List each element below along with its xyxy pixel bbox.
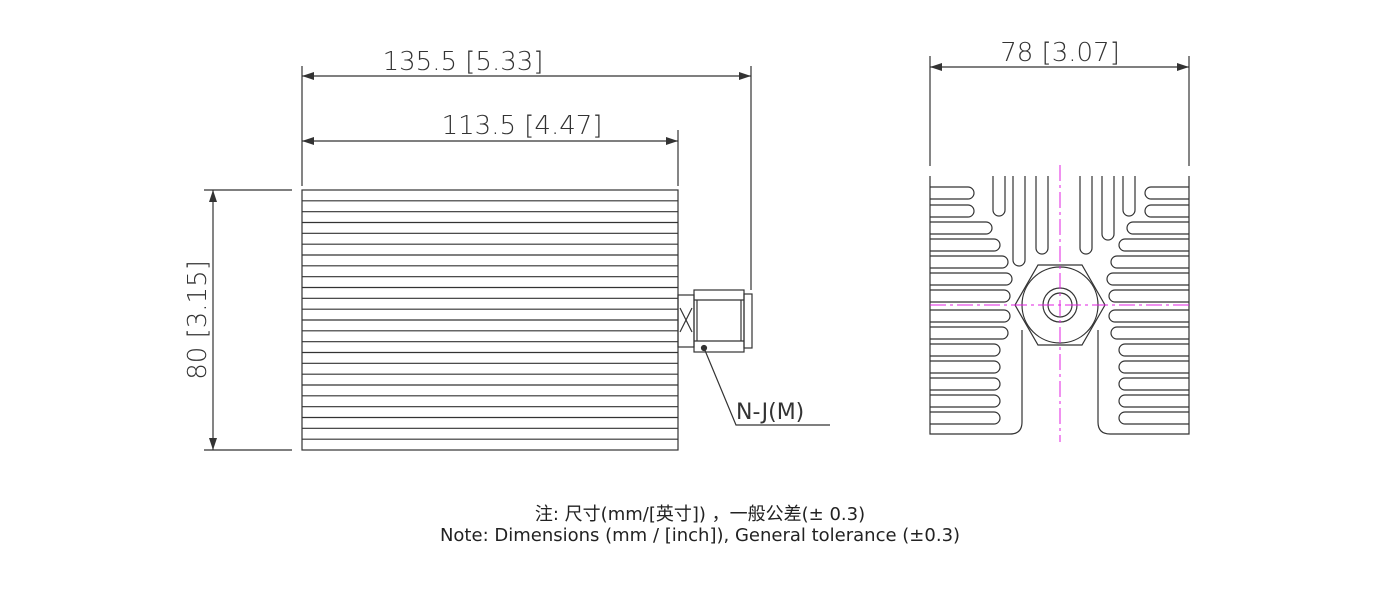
fin-slot-right xyxy=(1144,186,1189,200)
fin-slot-right xyxy=(1106,272,1189,286)
overall-length-label: 135.5 [5.33] xyxy=(383,47,544,77)
fin-slot-left xyxy=(930,272,1013,286)
fin-slot-top xyxy=(1012,176,1026,267)
fin-slot-right xyxy=(1118,394,1189,408)
fin-slot-left xyxy=(930,204,975,218)
fin-slot-right xyxy=(1118,377,1189,391)
fin-slot-left xyxy=(930,309,1011,323)
fin-slot-right xyxy=(1118,360,1189,374)
center-lines xyxy=(930,165,1189,442)
connector-nut xyxy=(693,289,745,353)
fin-slot-left xyxy=(930,186,975,200)
fin-slot-left xyxy=(930,394,1001,408)
fin-slot-top xyxy=(1101,176,1115,241)
fin-slot-right xyxy=(1108,289,1189,303)
end-body-outline xyxy=(929,176,1190,435)
fin-slot-left xyxy=(930,221,993,235)
height-label: 80 [3.15] xyxy=(183,260,213,380)
width-label: 78 [3.07] xyxy=(1000,38,1120,68)
flange-cross-2 xyxy=(679,307,693,333)
fin-slot-right xyxy=(1108,309,1189,323)
fin-slot-top xyxy=(1122,176,1136,217)
fin-slot-right xyxy=(1118,411,1189,425)
fin-slot-right xyxy=(1110,255,1189,269)
fin-slot-left xyxy=(930,289,1011,303)
fin-slot-left xyxy=(930,326,1009,340)
fin-slot-left xyxy=(930,360,1001,374)
fin-slot-left xyxy=(930,377,1001,391)
fin-slot-right xyxy=(1118,343,1189,357)
side-fin-lines xyxy=(302,200,678,440)
leader-line xyxy=(703,347,830,426)
fin-slot-right xyxy=(1118,238,1189,252)
fin-slot-left xyxy=(930,411,1001,425)
fin-slot-right xyxy=(1126,221,1189,235)
fin-slot-left xyxy=(930,343,1001,357)
end-fin-slots xyxy=(930,176,1189,425)
fin-slot-top xyxy=(1035,176,1049,255)
fin-slot-right xyxy=(1144,204,1189,218)
side-view xyxy=(204,66,830,451)
end-view xyxy=(929,56,1190,435)
connector-tip xyxy=(743,293,753,349)
note-english: Note: Dimensions (mm / [inch]), General … xyxy=(439,525,961,546)
body-length-label: 113.5 [4.47] xyxy=(442,111,603,141)
fin-slot-left xyxy=(930,255,1009,269)
fin-slot-top xyxy=(1079,176,1093,255)
fin-slot-left xyxy=(930,238,1001,252)
note-chinese: 注: 尺寸(mm/[英寸]) ，一般公差(± 0.3) xyxy=(534,504,866,525)
connector-label: N-J(M) xyxy=(736,400,804,425)
fin-slot-top xyxy=(992,176,1006,217)
fin-slot-right xyxy=(1110,326,1189,340)
